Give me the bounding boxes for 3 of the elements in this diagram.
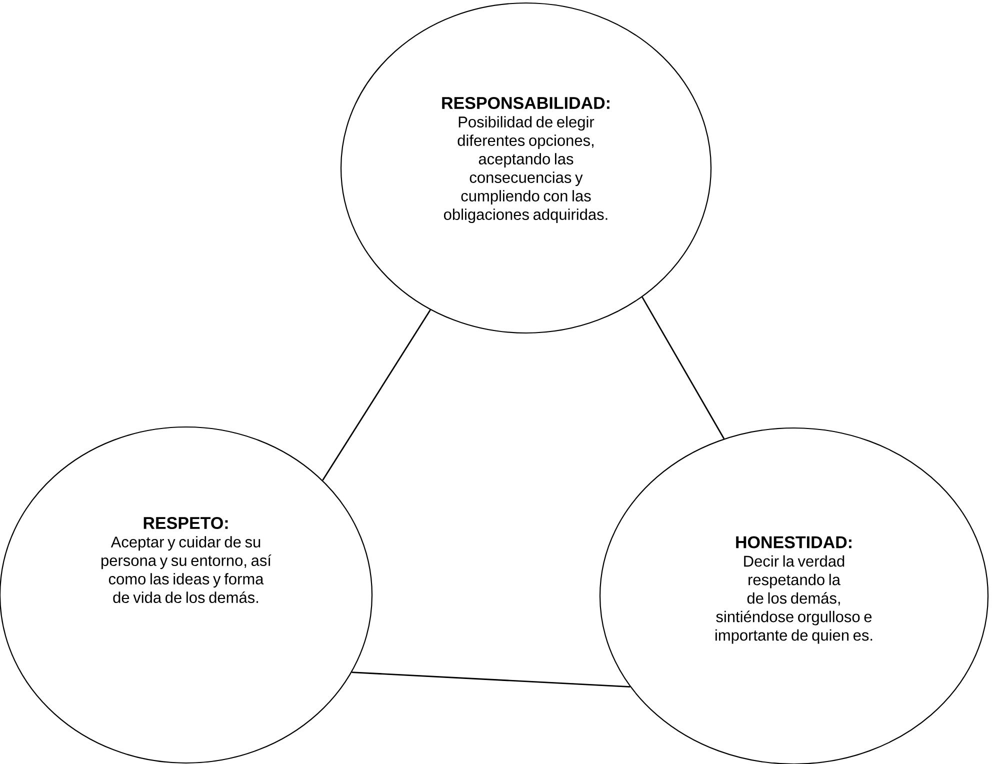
- connector-line: [322, 309, 431, 481]
- connector-line: [642, 296, 725, 440]
- connector-line: [352, 672, 630, 688]
